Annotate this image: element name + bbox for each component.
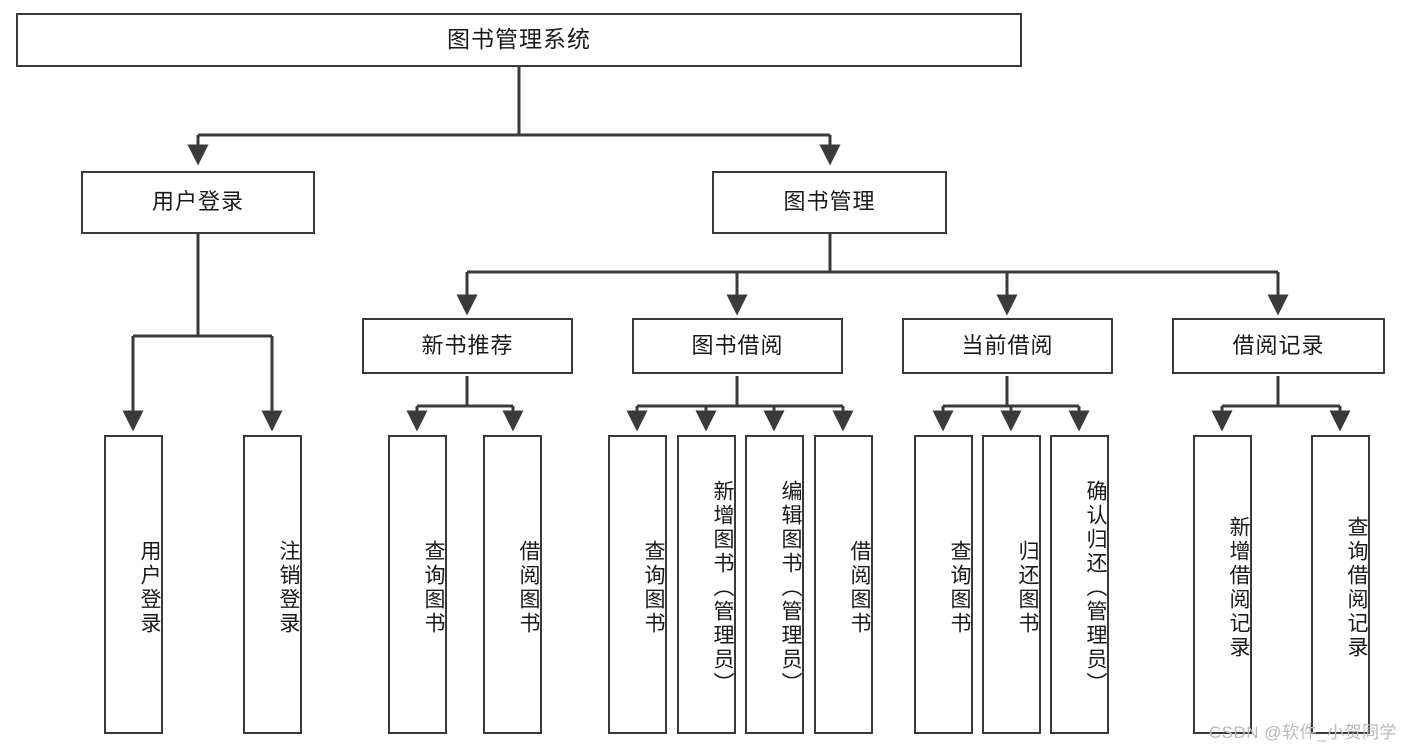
leaf-borrow-books-recommend[interactable]: 借阅图书: [483, 435, 542, 734]
node-label: 新增借阅记录: [1227, 515, 1250, 660]
leaf-add-book-admin[interactable]: 新增图书（管理员）: [677, 435, 736, 734]
leaf-return-books[interactable]: 归还图书: [982, 435, 1041, 734]
leaf-logout[interactable]: 注销登录: [243, 435, 302, 734]
node-label: 图书管理: [783, 189, 876, 215]
node-book-management[interactable]: 图书管理: [712, 171, 947, 234]
node-label: 注销登录: [277, 539, 300, 636]
leaf-query-books-current[interactable]: 查询图书: [914, 435, 973, 734]
leaf-confirm-return-admin[interactable]: 确认归还（管理员）: [1050, 435, 1109, 734]
node-label: 编辑图书（管理员）: [779, 479, 802, 696]
node-label: 查询借阅记录: [1345, 515, 1368, 660]
node-label: 查询图书: [422, 539, 445, 636]
leaf-add-borrow-record[interactable]: 新增借阅记录: [1193, 435, 1252, 734]
leaf-user-login[interactable]: 用户登录: [104, 435, 163, 734]
leaf-edit-book-admin[interactable]: 编辑图书（管理员）: [745, 435, 804, 734]
node-label: 借阅记录: [1232, 332, 1325, 358]
node-label: 查询图书: [642, 539, 665, 636]
node-label: 用户登录: [151, 189, 244, 215]
node-label: 借阅图书: [517, 539, 540, 636]
node-label: 借阅图书: [848, 539, 871, 636]
leaf-query-books-borrow[interactable]: 查询图书: [608, 435, 667, 734]
csdn-watermark: CSDN @软件_小贺同学: [1208, 723, 1397, 742]
node-current-borrowing[interactable]: 当前借阅: [902, 318, 1113, 374]
node-new-book-recommendation[interactable]: 新书推荐: [362, 318, 573, 374]
node-label: 确认归还（管理员）: [1084, 479, 1107, 696]
leaf-query-borrow-record[interactable]: 查询借阅记录: [1311, 435, 1370, 734]
node-label: 图书管理系统: [447, 26, 591, 53]
leaf-borrow-books[interactable]: 借阅图书: [814, 435, 873, 734]
node-root-book-management-system[interactable]: 图书管理系统: [16, 13, 1022, 67]
node-label: 新增图书（管理员）: [711, 479, 734, 696]
node-user-login[interactable]: 用户登录: [81, 171, 315, 234]
node-label: 当前借阅: [961, 332, 1054, 358]
leaf-query-books-recommend[interactable]: 查询图书: [388, 435, 447, 734]
node-label: 查询图书: [948, 539, 971, 636]
node-label: 图书借阅: [691, 332, 784, 358]
node-book-borrowing[interactable]: 图书借阅: [632, 318, 843, 374]
node-label: 新书推荐: [421, 332, 514, 358]
node-label: 用户登录: [138, 539, 161, 636]
node-borrowing-records[interactable]: 借阅记录: [1172, 318, 1385, 374]
node-label: 归还图书: [1016, 539, 1039, 636]
